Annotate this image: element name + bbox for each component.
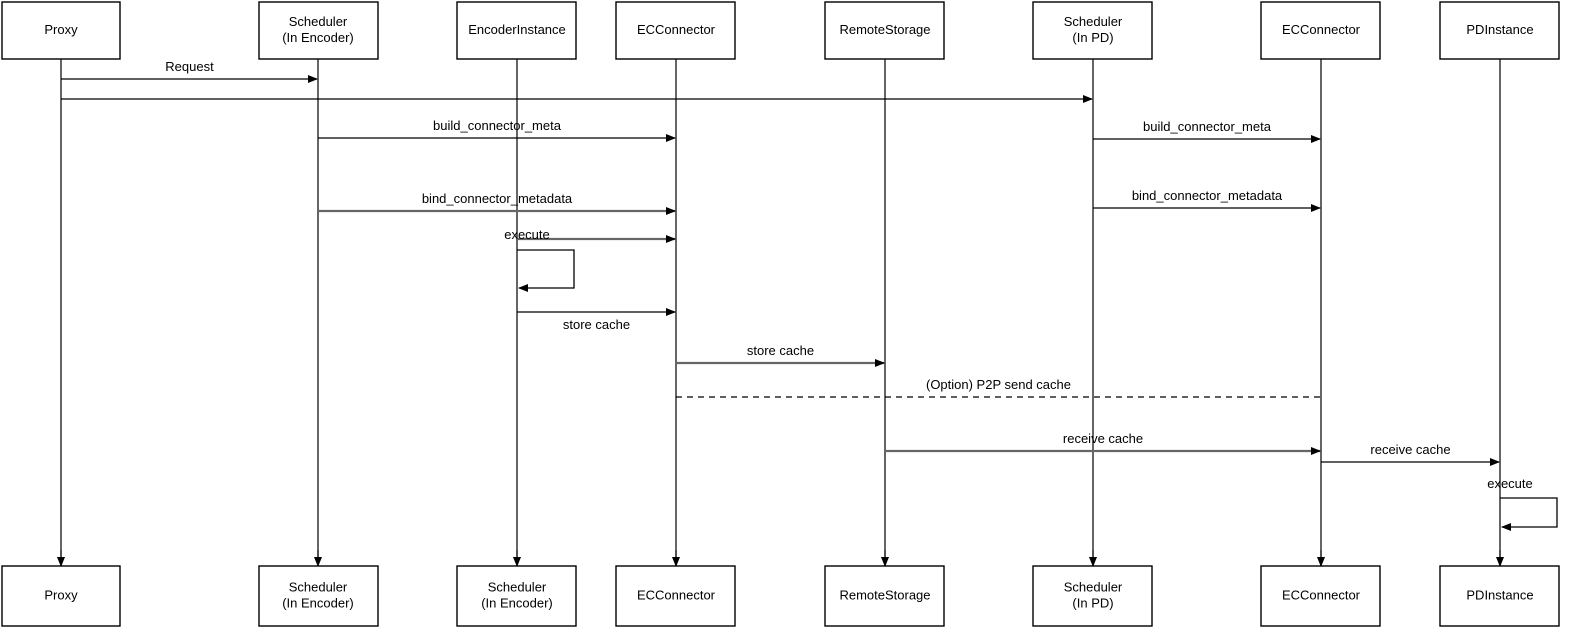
participant-box-rect bbox=[1032, 565, 1153, 627]
self-messages-layer: execute execute bbox=[504, 227, 1558, 531]
message-m1[interactable]: Request bbox=[61, 59, 318, 83]
message-m8[interactable]: store cache bbox=[676, 343, 885, 367]
participant-label: ECConnector bbox=[637, 22, 716, 37]
participant-box-sched_pd-bottom[interactable]: Scheduler(In PD) bbox=[1032, 565, 1153, 627]
participant-label: PDInstance bbox=[1466, 587, 1533, 602]
participant-label: Proxy bbox=[44, 22, 78, 37]
participant-box-pd_inst-bottom[interactable]: PDInstance bbox=[1439, 565, 1560, 627]
participant-label: RemoteStorage bbox=[839, 587, 930, 602]
message-m11[interactable]: receive cache bbox=[1321, 442, 1500, 466]
message-label: store cache bbox=[747, 343, 814, 358]
message-m4[interactable]: build_connector_meta bbox=[1093, 119, 1321, 143]
message-m7[interactable]: store cache bbox=[517, 308, 676, 332]
participant-label: EncoderInstance bbox=[468, 22, 566, 37]
participant-box-rect bbox=[258, 565, 379, 627]
message-m10[interactable]: receive cache bbox=[885, 431, 1321, 455]
participant-box-rect bbox=[456, 565, 577, 627]
participant-box-enc_inst-bottom[interactable]: Scheduler(In Encoder) bbox=[456, 565, 577, 627]
participant-box-ec_conn_enc-top[interactable]: ECConnector bbox=[615, 1, 736, 60]
self-message-s2[interactable]: execute bbox=[1487, 476, 1558, 531]
participant-label: Scheduler bbox=[488, 579, 547, 594]
message-label: build_connector_meta bbox=[1143, 119, 1272, 134]
message-m9[interactable]: (Option) P2P send cache bbox=[676, 377, 1321, 398]
message-m3[interactable]: build_connector_meta bbox=[318, 118, 676, 142]
participant-label: Scheduler bbox=[289, 14, 348, 29]
self-message-path bbox=[517, 249, 575, 292]
message-label: (Option) P2P send cache bbox=[926, 377, 1071, 392]
message-m5[interactable]: bind_connector_metadata bbox=[318, 191, 676, 215]
self-message-label: execute bbox=[1487, 476, 1533, 491]
message-label: store cache bbox=[563, 317, 630, 332]
participant-box-rect bbox=[824, 1, 945, 60]
lifelines-layer bbox=[57, 59, 1504, 567]
participant-label: Scheduler bbox=[289, 579, 348, 594]
message-label: receive cache bbox=[1063, 431, 1143, 446]
self-message-s1[interactable]: execute bbox=[504, 227, 575, 292]
message-label: bind_connector_metadata bbox=[422, 191, 573, 206]
participant-box-sched_enc-bottom[interactable]: Scheduler(In Encoder) bbox=[258, 565, 379, 627]
participant-box-rect bbox=[1439, 1, 1560, 60]
participant-box-sched_pd-top[interactable]: Scheduler(In PD) bbox=[1032, 1, 1153, 60]
participant-label: RemoteStorage bbox=[839, 22, 930, 37]
participant-box-proxy-bottom[interactable]: Proxy bbox=[1, 565, 121, 627]
messages-layer: Request build_connector_meta build_connect… bbox=[61, 59, 1500, 466]
participant-box-remote_store-bottom[interactable]: RemoteStorage bbox=[824, 565, 945, 627]
participant-box-remote_store-top[interactable]: RemoteStorage bbox=[824, 1, 945, 60]
participant-label: (In Encoder) bbox=[282, 595, 354, 610]
participant-label: Proxy bbox=[44, 587, 78, 602]
participant-box-proxy-top[interactable]: Proxy bbox=[1, 1, 121, 60]
participant-box-rect bbox=[1, 565, 121, 627]
self-message-label: execute bbox=[504, 227, 550, 242]
participant-box-rect bbox=[615, 1, 736, 60]
participant-label: ECConnector bbox=[637, 587, 716, 602]
participant-box-rect bbox=[1260, 565, 1381, 627]
participant-label: (In PD) bbox=[1072, 30, 1113, 45]
participant-box-rect bbox=[615, 565, 736, 627]
participant-label: (In PD) bbox=[1072, 595, 1113, 610]
participant-box-rect bbox=[1260, 1, 1381, 60]
participant-box-ec_conn_pd-bottom[interactable]: ECConnector bbox=[1260, 565, 1381, 627]
participant-box-rect bbox=[1439, 565, 1560, 627]
message-m6[interactable]: bind_connector_metadata bbox=[1093, 188, 1321, 212]
message-label: build_connector_meta bbox=[433, 118, 562, 133]
participant-box-rect bbox=[1, 1, 121, 60]
participant-box-rect bbox=[456, 1, 577, 60]
participant-label: ECConnector bbox=[1282, 587, 1361, 602]
message-label: bind_connector_metadata bbox=[1132, 188, 1283, 203]
self-message-path bbox=[1500, 497, 1558, 531]
message-label: Request bbox=[165, 59, 214, 74]
participant-box-ec_conn_pd-top[interactable]: ECConnector bbox=[1260, 1, 1381, 60]
participant-box-rect bbox=[258, 1, 379, 60]
participant-box-enc_inst-top[interactable]: EncoderInstance bbox=[456, 1, 577, 60]
participant-label: ECConnector bbox=[1282, 22, 1361, 37]
participant-box-rect bbox=[824, 565, 945, 627]
participant-label: Scheduler bbox=[1064, 14, 1123, 29]
participant-box-pd_inst-top[interactable]: PDInstance bbox=[1439, 1, 1560, 60]
participant-label: Scheduler bbox=[1064, 579, 1123, 594]
participant-label: PDInstance bbox=[1466, 22, 1533, 37]
participant-box-ec_conn_enc-bottom[interactable]: ECConnector bbox=[615, 565, 736, 627]
participant-box-sched_enc-top[interactable]: Scheduler(In Encoder) bbox=[258, 1, 379, 60]
participant-label: (In Encoder) bbox=[481, 595, 553, 610]
participant-box-rect bbox=[1032, 1, 1153, 60]
message-label: receive cache bbox=[1370, 442, 1450, 457]
participant-label: (In Encoder) bbox=[282, 30, 354, 45]
